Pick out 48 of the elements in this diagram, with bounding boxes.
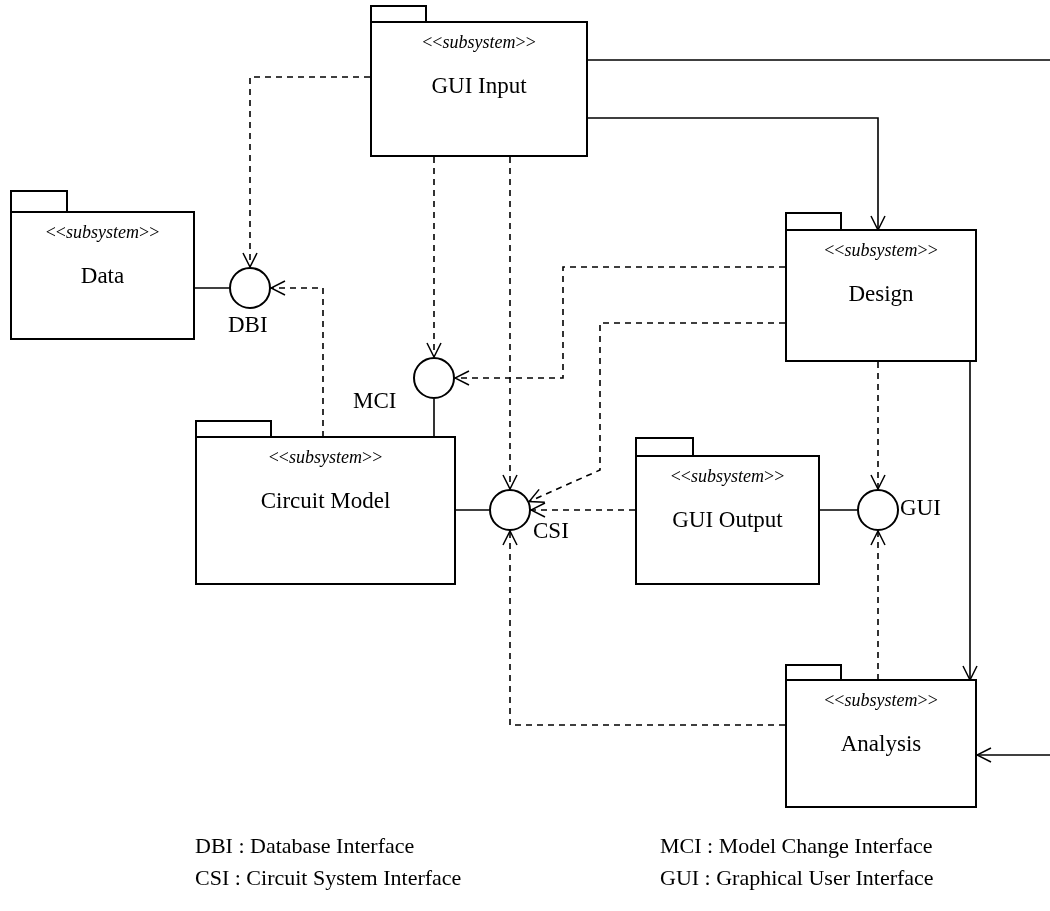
package-name: Data [80, 263, 125, 289]
connector [455, 509, 490, 511]
interface-circle [413, 357, 455, 399]
connector [870, 361, 886, 490]
stereotype-label: <<subsystem>> [45, 222, 160, 243]
interface-circle [229, 267, 271, 309]
connector [454, 266, 786, 386]
connector [530, 502, 636, 518]
package-box [10, 190, 195, 340]
stereotype-label: <<subsystem>> [824, 690, 938, 711]
package-name: Design [848, 281, 914, 307]
package-box [635, 437, 820, 585]
interface-circle [857, 489, 899, 531]
package-name: Analysis [840, 731, 922, 757]
legend-text: GUI : Graphical User Interface [660, 865, 934, 891]
stereotype-label: <<subsystem>> [670, 466, 785, 487]
connector [502, 156, 518, 490]
connector [528, 322, 786, 503]
package-box [370, 5, 588, 157]
interface-label: MCI [353, 388, 397, 414]
interface-label: DBI [228, 312, 268, 338]
stereotype-label: <<subsystem>> [824, 240, 938, 261]
connector [433, 398, 435, 438]
connector [976, 747, 1050, 763]
connector [270, 280, 324, 438]
legend-text: MCI : Model Change Interface [660, 833, 933, 859]
connector [194, 287, 230, 289]
package-box [785, 212, 977, 362]
package-name: GUI Input [431, 73, 527, 99]
connector [819, 509, 858, 511]
package-box [195, 420, 456, 585]
connector [587, 117, 886, 231]
connector [962, 361, 978, 681]
stereotype-label: <<subsystem>> [422, 32, 536, 53]
legend-text: CSI : Circuit System Interface [195, 865, 462, 891]
interface-circle [489, 489, 531, 531]
package-name: Circuit Model [260, 488, 391, 514]
connector [426, 156, 442, 358]
package-name: GUI Output [672, 507, 783, 533]
connector [502, 530, 786, 726]
interface-label: CSI [533, 518, 569, 544]
interface-label: GUI [900, 495, 941, 521]
package-box [785, 664, 977, 808]
legend-text: DBI : Database Interface [195, 833, 415, 859]
connector [870, 530, 886, 681]
connector [587, 59, 1050, 61]
connector [242, 76, 371, 268]
stereotype-label: <<subsystem>> [268, 447, 383, 468]
